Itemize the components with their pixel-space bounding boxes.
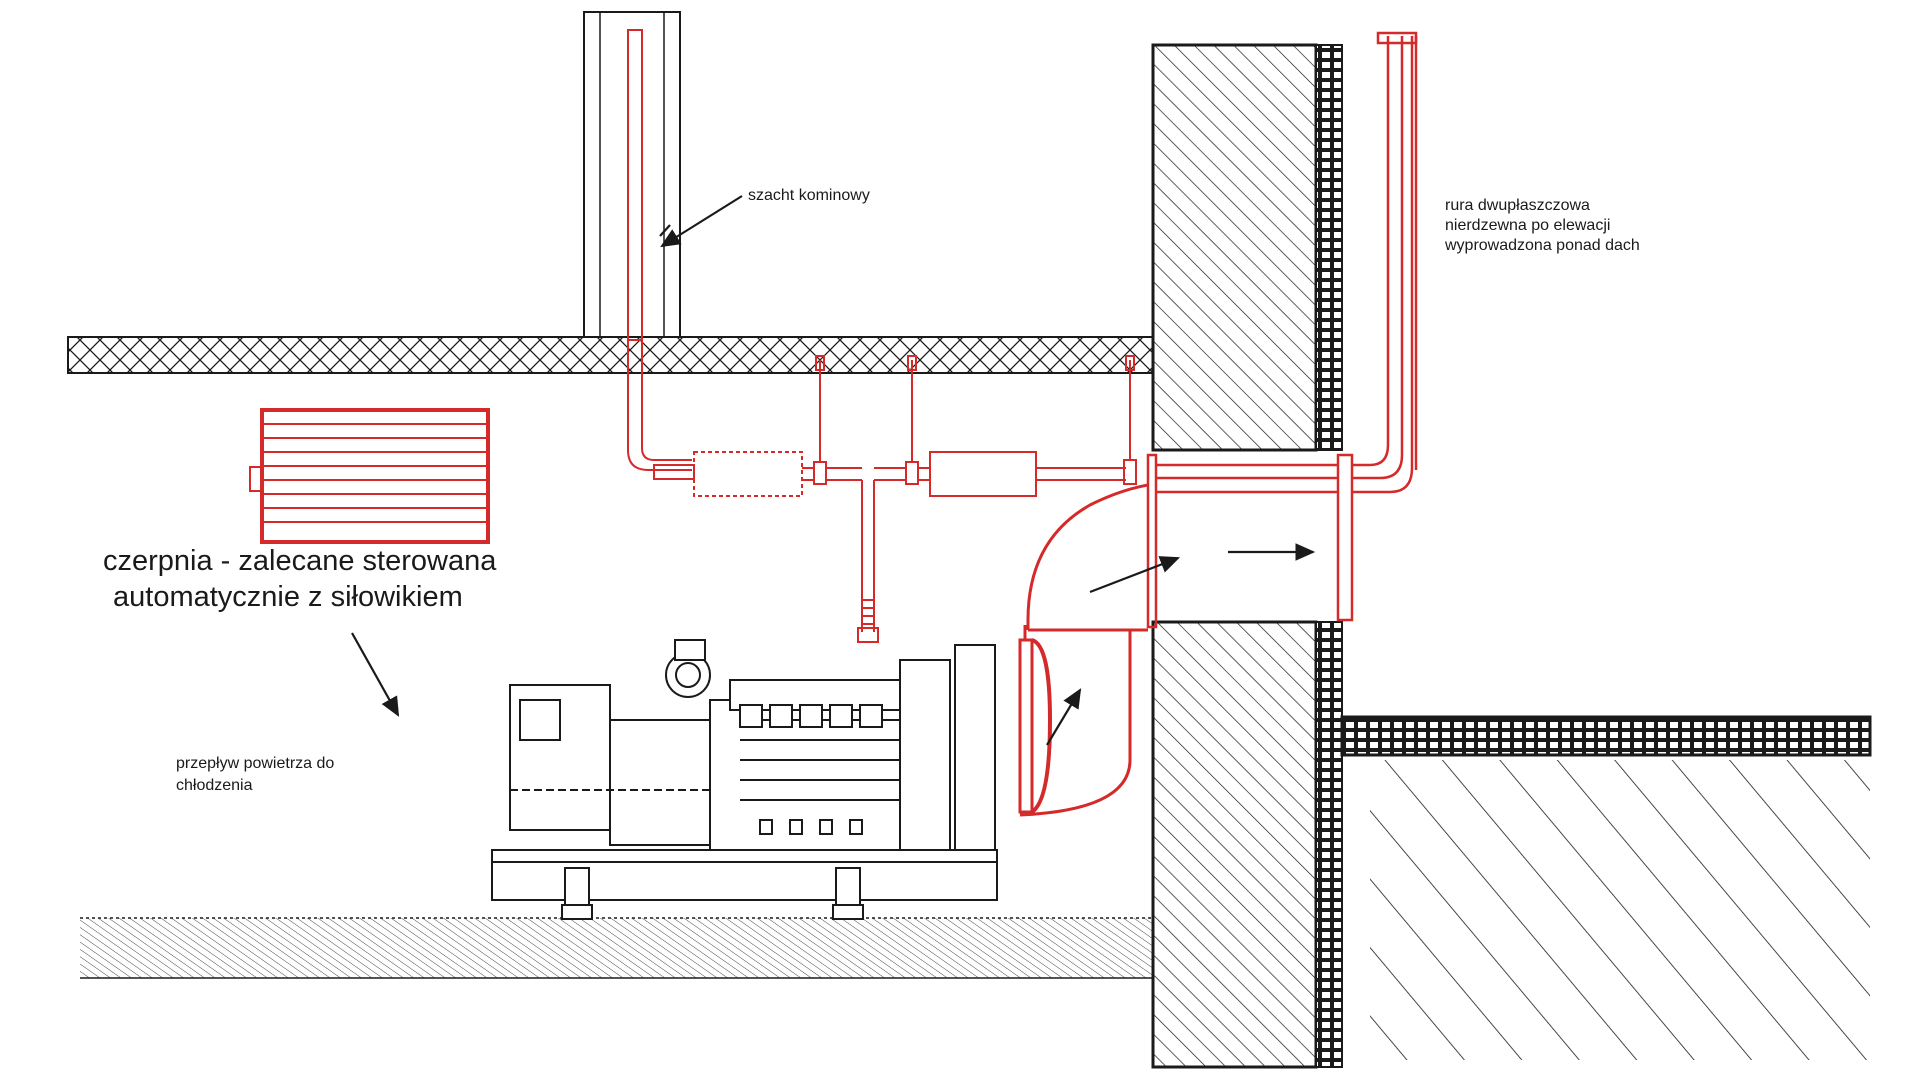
- label-line: czerpnia - zalecane sterowana: [103, 545, 497, 577]
- wall-penetration-pipe: [1146, 31, 1418, 629]
- ceiling-slab: [67, 336, 1154, 374]
- external-ground: [1340, 715, 1872, 1060]
- label-line: wyprowadzona ponad dach: [1445, 237, 1640, 254]
- exhaust-pipe: [627, 340, 1137, 643]
- label-cooling-airflow: przepływ powietrza do chłodzenia: [176, 753, 334, 797]
- air-duct-elbow: [1018, 483, 1149, 817]
- generator-set: [491, 639, 998, 920]
- lower-wall: [1151, 620, 1343, 1069]
- upper-wall: [1151, 43, 1343, 452]
- chimney-shaft: [583, 11, 681, 341]
- label-chimney-shaft: szacht kominowy: [748, 187, 870, 204]
- label-line: nierdzewna po elewacji: [1445, 217, 1611, 234]
- label-line: rura dwupłaszczowa: [1445, 197, 1590, 214]
- label-line: przepływ powietrza do: [176, 755, 335, 772]
- label-line: automatycznie z siłowikiem: [113, 581, 463, 613]
- label-line: chłodzenia: [176, 777, 253, 794]
- label-double-wall-pipe: rura dwupłaszczowa nierdzewna po elewacj…: [1445, 196, 1640, 256]
- label-air-intake: czerpnia - zalecane sterowana automatycz…: [103, 543, 496, 615]
- floor-slab: [80, 917, 1153, 979]
- arrow-icon: [351, 195, 1316, 746]
- louver-icon: [249, 408, 490, 544]
